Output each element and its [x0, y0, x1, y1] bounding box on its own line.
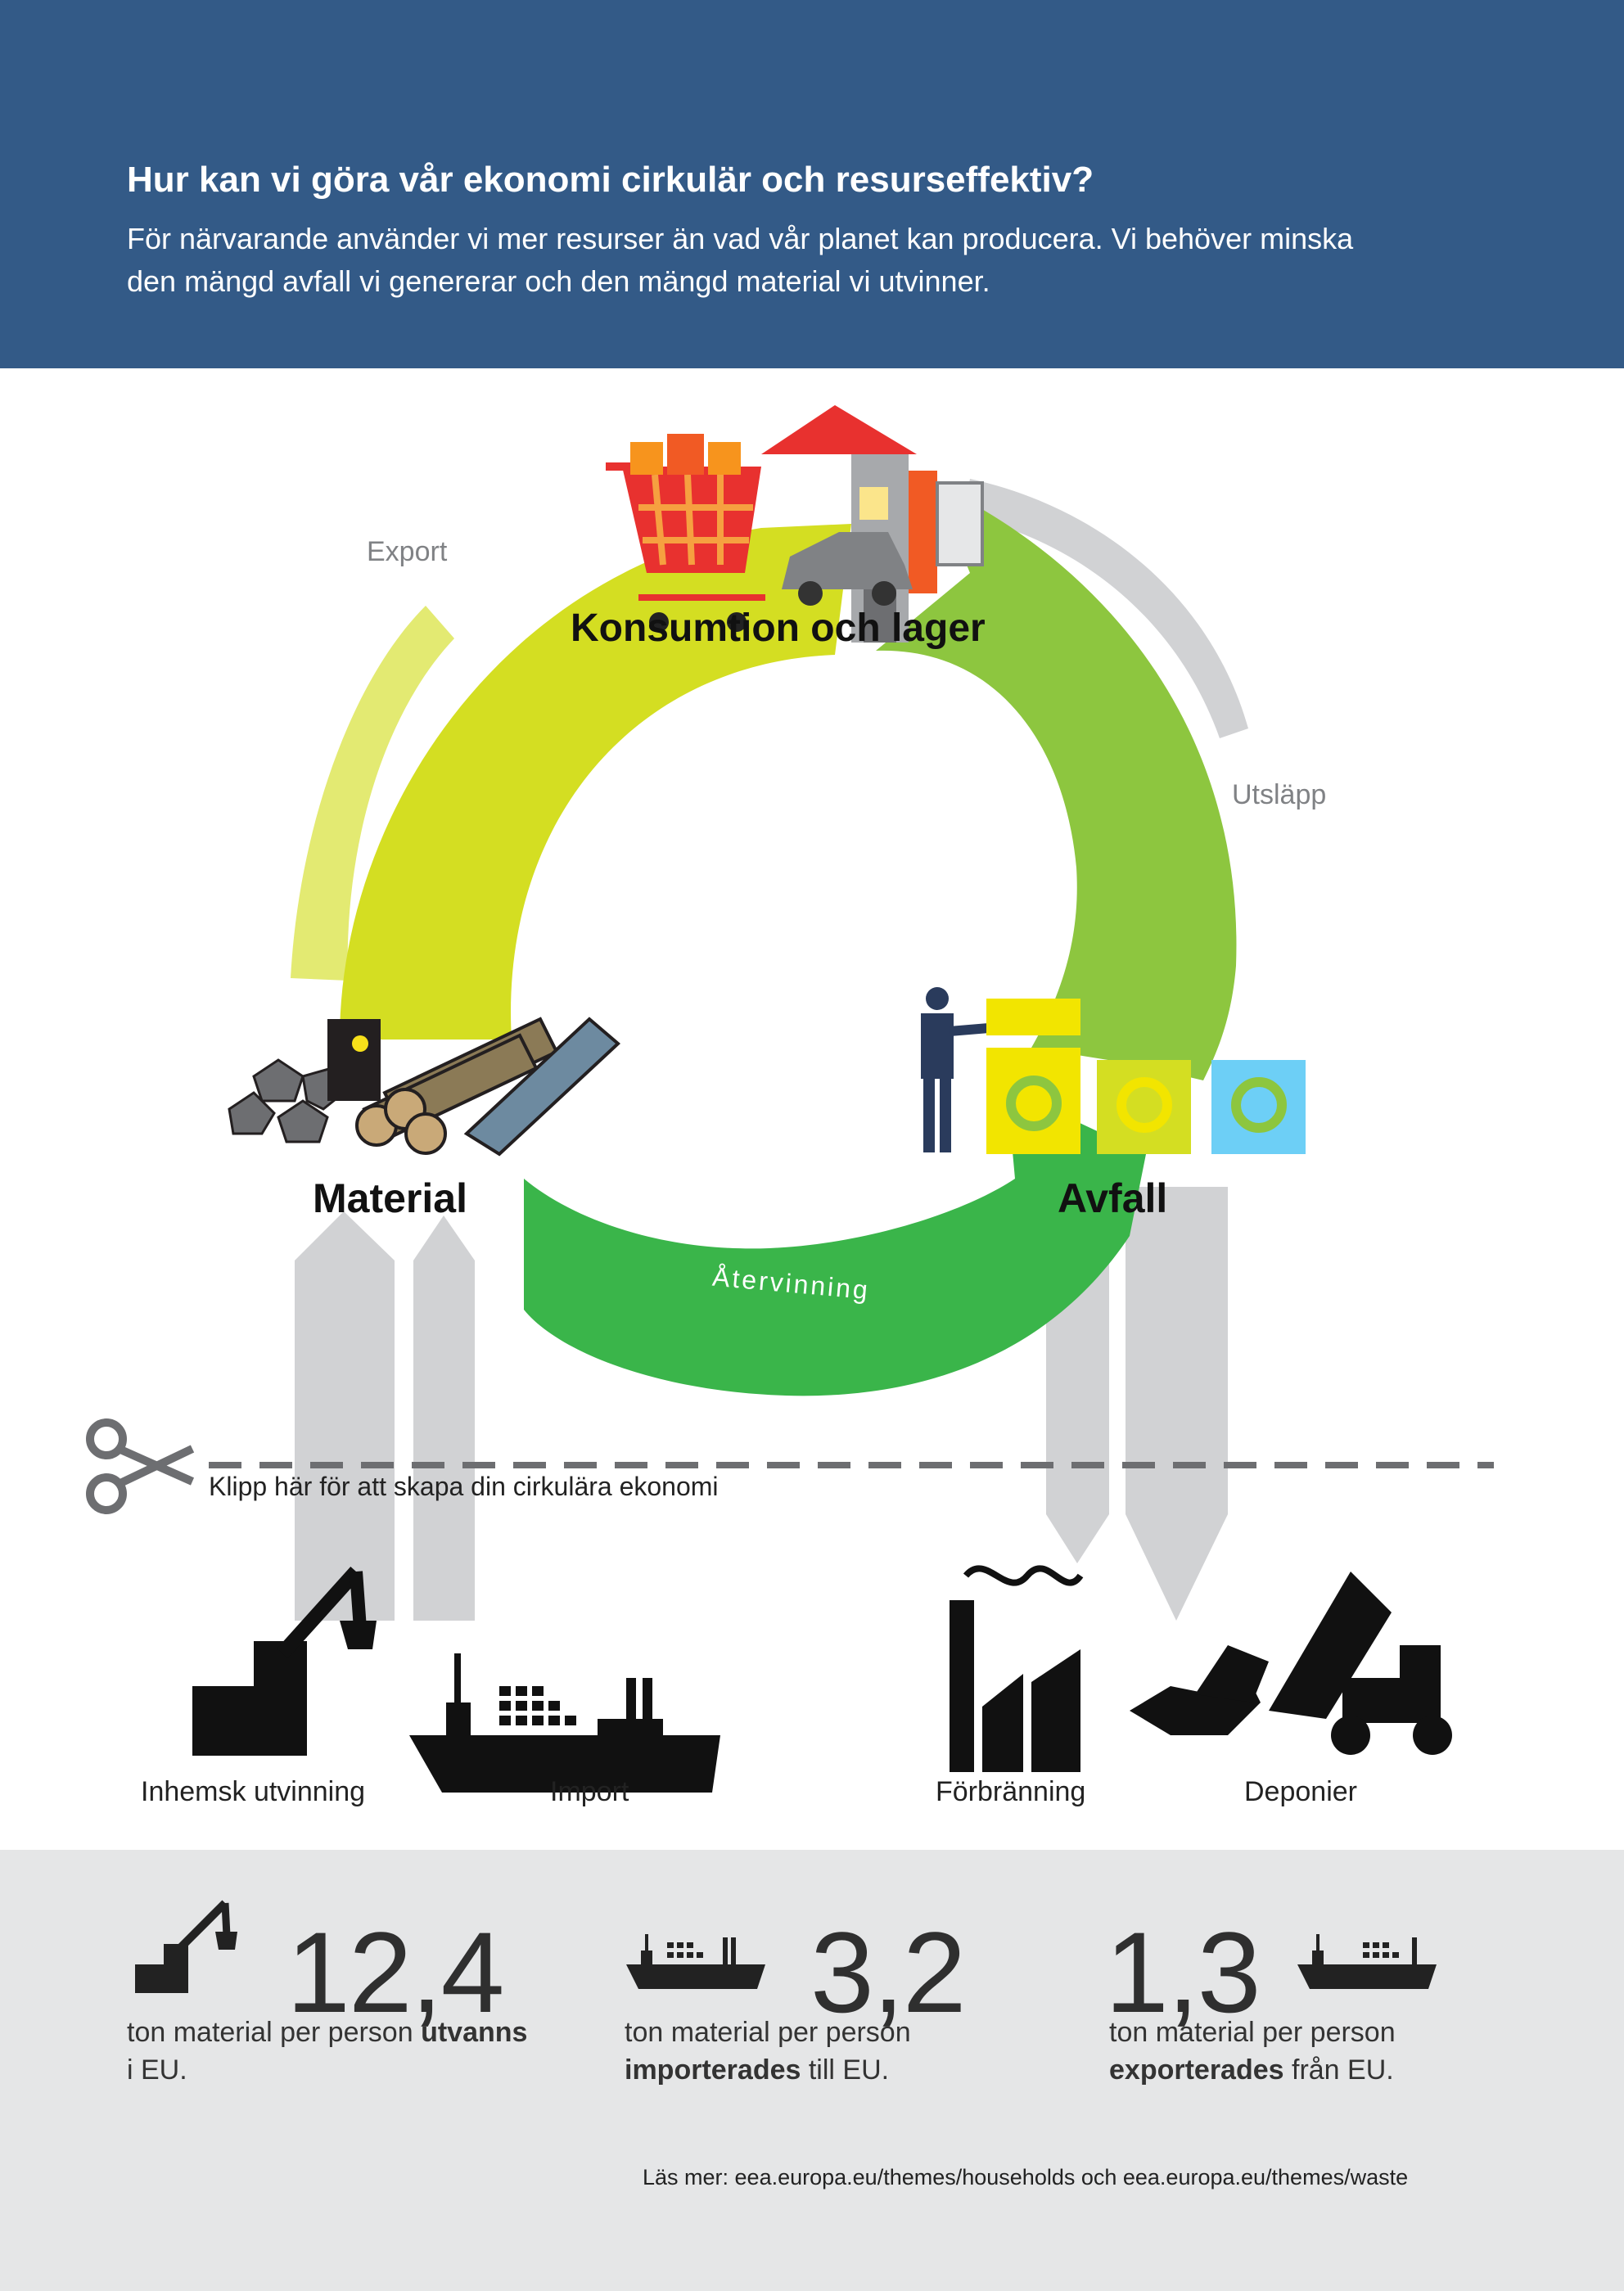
more-info-link[interactable]: Läs mer: eea.europa.eu/themes/households…	[643, 2165, 1409, 2190]
header-banner: Hur kan vi göra vår ekonomi cirkulär och…	[0, 0, 1624, 368]
statistics-panel: 12,4 ton material per person utvanns i E…	[0, 1850, 1624, 2291]
diagram-svg	[86, 405, 1494, 1793]
ship-icon	[626, 1934, 765, 1989]
description-line-2: den mängd avfall vi genererar och den mä…	[127, 264, 990, 298]
blue-bin-icon	[1211, 1060, 1306, 1154]
dump-truck-icon	[1130, 1572, 1452, 1755]
car-icon	[782, 532, 913, 606]
ship-icon	[409, 1653, 720, 1793]
excavator-icon	[135, 1900, 237, 1993]
material-label: Material	[313, 1175, 467, 1221]
page-title: Hur kan vi göra vår ekonomi cirkulär och…	[127, 160, 1094, 200]
stat-imported-text: ton material per person importerades til…	[625, 2017, 911, 2086]
description-line-1: För närvarande använder vi mer resurser …	[127, 222, 1354, 255]
recycling-arc	[524, 1089, 1146, 1396]
emissions-label: Utsläpp	[1232, 779, 1327, 810]
material-to-consumption-arc	[340, 524, 851, 1040]
emissions-arc	[962, 479, 1248, 738]
stat-imported-value: 3,2	[810, 1908, 967, 2036]
consumption-label: Konsumtion och lager	[571, 607, 986, 650]
domestic-extraction-arrow	[295, 1211, 395, 1621]
incineration-label: Förbränning	[936, 1776, 1086, 1807]
consumption-to-waste-arc	[876, 483, 1237, 1080]
factory-icon	[950, 1565, 1084, 1772]
import-label: Import	[550, 1776, 629, 1807]
stat-extracted-value: 12,4	[286, 1908, 504, 2036]
material-pile-icon	[228, 1017, 621, 1157]
incineration-arrow	[1046, 1261, 1109, 1563]
stat-exported-value: 1,3	[1105, 1908, 1261, 2036]
green-bin-icon	[1097, 1060, 1191, 1154]
export-arc	[291, 606, 454, 981]
waste-label: Avfall	[1058, 1175, 1168, 1221]
yellow-bin-icon	[986, 999, 1080, 1154]
page-description: För närvarande använder vi mer resurser …	[127, 218, 1518, 303]
cut-label: Klipp här för att skapa din cirkulära ek…	[209, 1472, 719, 1501]
scissors-icon	[86, 1418, 195, 1514]
import-arrow	[413, 1215, 475, 1621]
ship-icon	[1297, 1934, 1437, 1989]
export-label: Export	[367, 536, 448, 567]
landfill-label: Deponier	[1244, 1776, 1357, 1807]
domestic-extraction-label: Inhemsk utvinning	[141, 1776, 366, 1807]
shopping-cart-icon	[606, 434, 765, 632]
landfill-arrow	[1126, 1187, 1228, 1621]
stat-exported-text: ton material per person exporterades frå…	[1109, 2017, 1396, 2086]
stat-extracted-text: ton material per person utvanns i EU.	[127, 2017, 528, 2086]
excavator-icon	[192, 1566, 377, 1756]
circular-economy-diagram: Konsumtion och lager Export Utsläpp Mate…	[0, 368, 1624, 1850]
